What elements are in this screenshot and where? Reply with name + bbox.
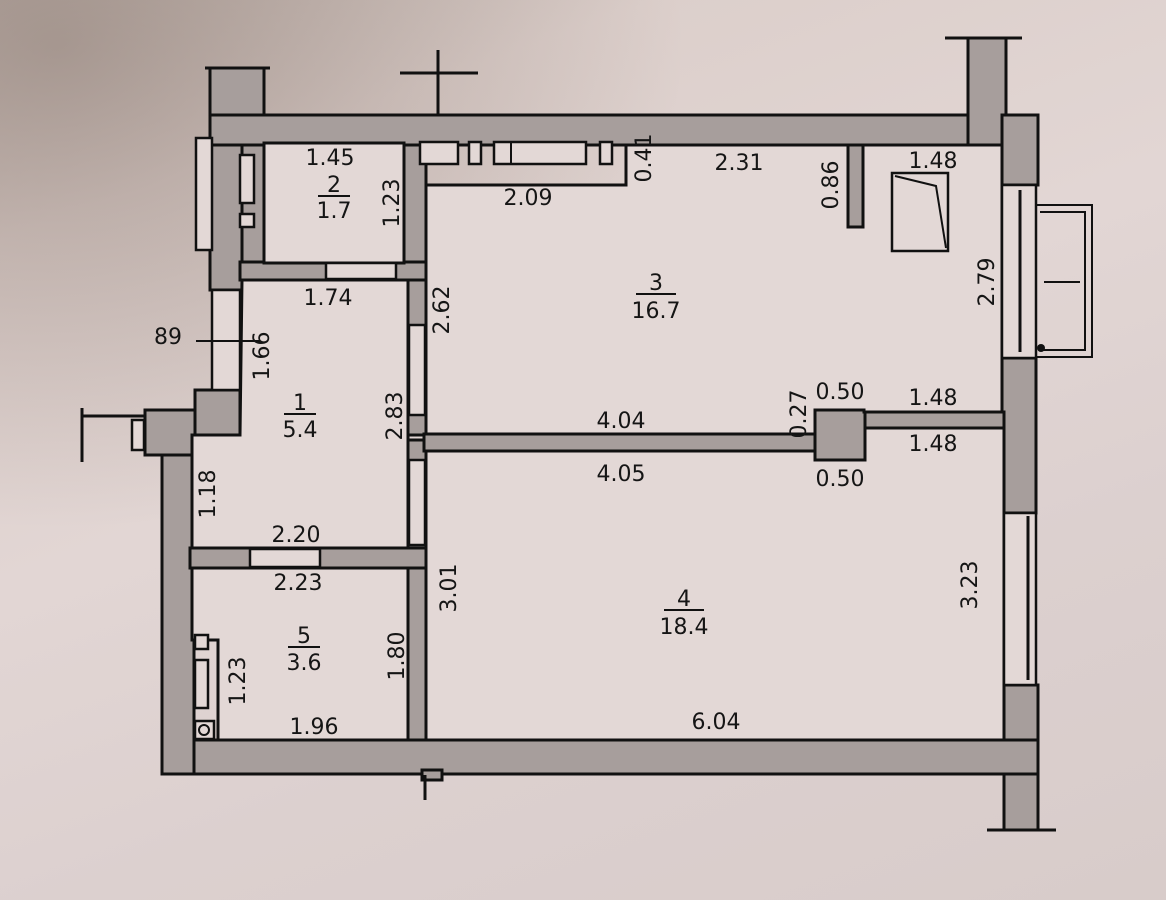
room-2	[262, 141, 406, 265]
wall-interior-3-4	[422, 432, 818, 453]
riser-pipe-icon	[193, 719, 216, 741]
riser-pipe-circle	[198, 724, 210, 736]
window-right-lower	[1002, 511, 1038, 687]
openings	[194, 136, 1093, 687]
room-5-area: 3.6	[287, 651, 322, 676]
dim-r4-top: 4.05	[597, 462, 646, 487]
dim-r1-left-lower: 1.18	[196, 470, 221, 519]
vent-r5-2	[193, 658, 210, 710]
room-1-number: 1	[293, 391, 307, 416]
walls	[143, 36, 1040, 832]
vent-shaft-2	[467, 140, 483, 166]
balcony-frame	[1036, 204, 1093, 358]
dim-r2-right: 1.23	[380, 179, 405, 228]
vent-shaft-1	[418, 140, 460, 166]
axis-marks	[80, 36, 1056, 832]
wall-left-jog-inner	[193, 388, 242, 437]
window-left-upper	[194, 136, 214, 252]
dim-r3-top-left: 2.09	[504, 186, 553, 211]
door-opening-1-4	[407, 458, 427, 547]
vent-shaft-4	[598, 140, 614, 166]
balcony-hinge-icon	[1037, 344, 1045, 352]
dim-r3-step: 0.41	[632, 134, 657, 183]
dim-r1-top: 1.74	[304, 286, 353, 311]
room-5-number: 5	[297, 624, 311, 649]
dim-r5-top: 2.23	[274, 571, 323, 596]
dim-r3-top-mid: 2.31	[715, 151, 764, 176]
vent-left-1	[238, 153, 256, 205]
room-3	[424, 143, 1004, 436]
leader-label-89: 89	[154, 325, 182, 350]
dim-r4-bottom: 6.04	[692, 710, 741, 735]
wall-bottom-stub	[420, 768, 444, 782]
dimension-labels: 1.45 1.23 1.74 1.66 2.83 1.18 2.20 89 2.…	[154, 134, 1000, 740]
room-3-number: 3	[649, 271, 663, 296]
dim-r5-right: 1.80	[385, 632, 410, 681]
wall-right-mid	[1000, 356, 1038, 515]
dim-r3-bottom-right: 1.48	[909, 386, 958, 411]
room-4-area: 18.4	[660, 615, 709, 640]
wall-bottom	[160, 738, 1040, 776]
room-labels: 2 1.7 1 5.4 3 16.7 4 18.4 5 3.6	[283, 173, 709, 676]
partition-wall	[846, 143, 865, 229]
balcony-frame-inner	[1040, 211, 1086, 351]
dim-r5-left: 1.23	[226, 657, 251, 706]
room-2-number: 2	[327, 173, 341, 198]
fixtures	[130, 140, 950, 741]
room-1-area: 5.4	[283, 418, 318, 443]
wall-top-right-stub	[966, 36, 1008, 150]
appliance-box	[890, 171, 950, 253]
dim-r3-top-right: 1.48	[909, 149, 958, 174]
room-4	[424, 426, 1006, 742]
dim-r1-left-upper: 1.66	[250, 332, 275, 381]
room-2-area: 1.7	[317, 199, 352, 224]
door-opening-2-1	[324, 261, 398, 281]
wall-interior-3-4-right	[862, 410, 1006, 430]
wall-left-jog	[143, 408, 197, 457]
room-3-area: 16.7	[632, 299, 681, 324]
wall-left-upper	[208, 143, 244, 292]
vent-left-2	[238, 212, 256, 229]
door-opening-1-5	[248, 547, 322, 569]
dim-column-side: 0.27	[787, 390, 812, 439]
dim-r1-bottom: 2.20	[272, 523, 321, 548]
dim-r4-top-right: 1.48	[909, 432, 958, 457]
dim-column-bottom: 0.50	[816, 467, 865, 492]
room-4-number: 4	[677, 587, 691, 612]
dim-column-top: 0.50	[816, 380, 865, 405]
dim-r3-partition: 0.86	[819, 161, 844, 210]
dim-r2-top: 1.45	[306, 146, 355, 171]
dim-r1-right: 2.83	[383, 392, 408, 441]
column	[813, 408, 867, 462]
wall-top	[208, 113, 1012, 147]
wall-right-top	[1000, 113, 1040, 187]
dim-r3-bottom: 4.04	[597, 409, 646, 434]
dim-r3-left: 2.62	[430, 286, 455, 335]
vent-r5-1	[193, 633, 210, 651]
vent-shaft-3	[492, 140, 588, 166]
dim-r4-right: 3.23	[958, 561, 983, 610]
dim-r5-bottom: 1.96	[290, 715, 339, 740]
door-opening-1-3	[407, 323, 427, 417]
appliance-diagonal	[894, 175, 947, 249]
dim-r4-left: 3.01	[437, 564, 462, 613]
room-5	[190, 566, 410, 742]
dim-r3-right: 2.79	[975, 258, 1000, 307]
rooms	[190, 141, 1006, 742]
vent-left-jog	[130, 418, 146, 452]
wall-left-lower	[160, 448, 196, 776]
